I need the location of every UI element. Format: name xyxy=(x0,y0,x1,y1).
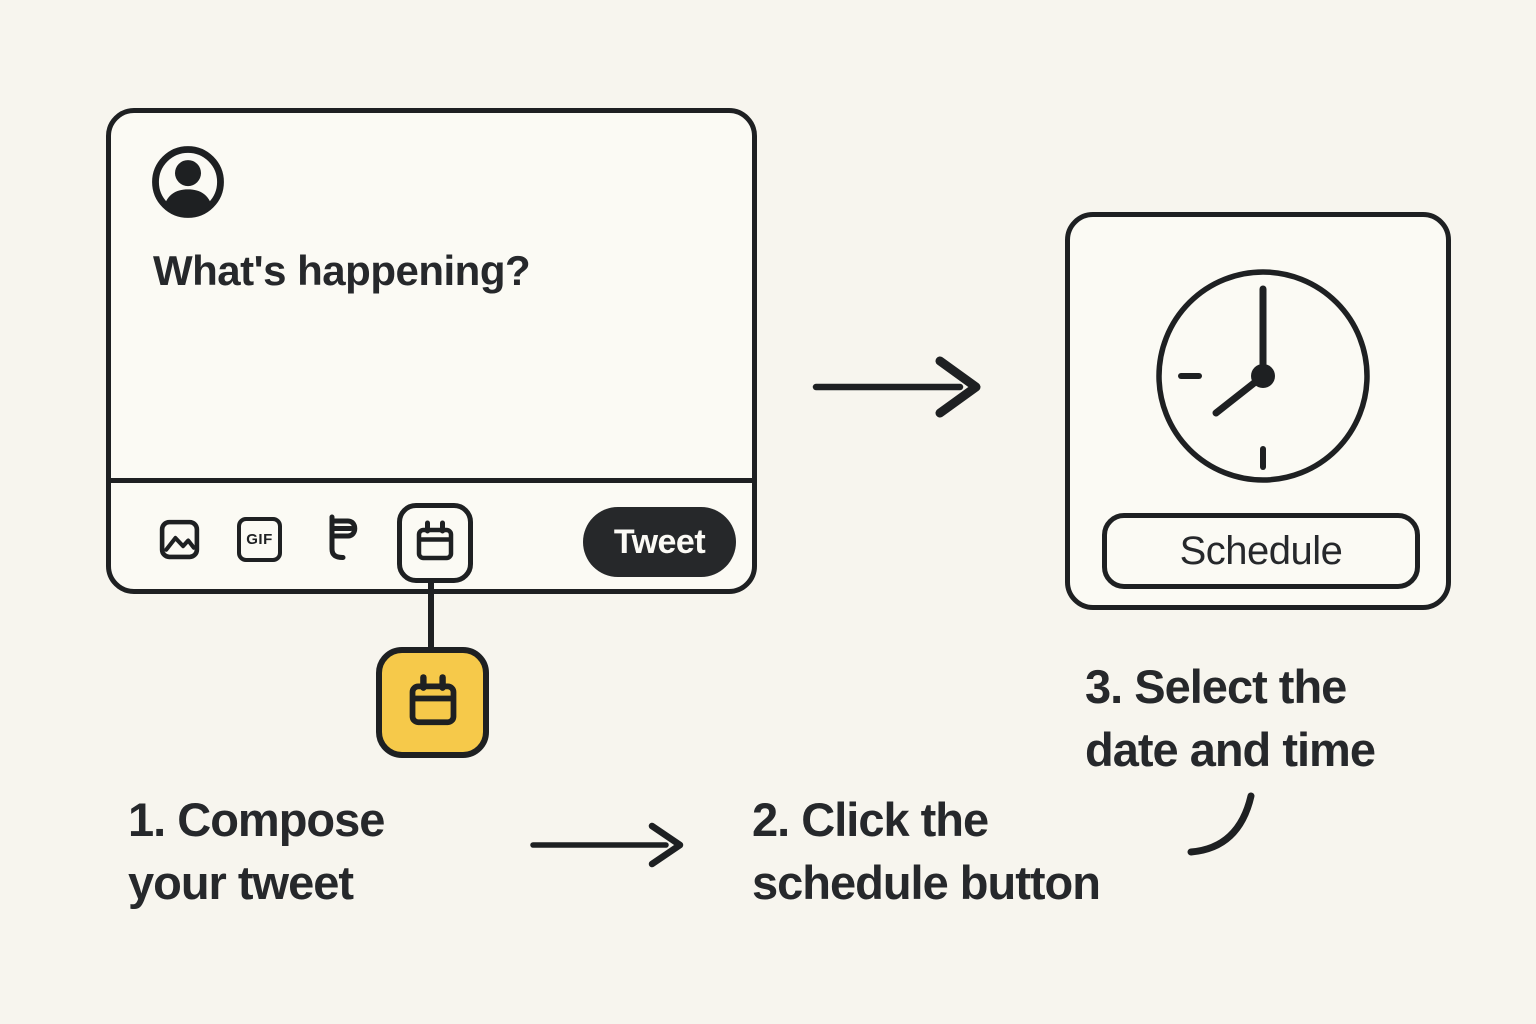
gif-icon[interactable]: GIF xyxy=(237,517,282,562)
toolbar-divider xyxy=(111,478,752,483)
right-arrow-icon xyxy=(530,822,684,868)
curved-line-icon xyxy=(1187,792,1255,856)
poll-icon[interactable] xyxy=(318,513,363,560)
callout-connector-line xyxy=(428,578,434,650)
step-3-line-1: 3. Select the xyxy=(1085,660,1347,713)
arrow-compose-to-schedule xyxy=(810,352,990,422)
calendar-icon xyxy=(409,673,456,725)
tweet-button[interactable]: Tweet xyxy=(583,507,736,577)
right-arrow-icon xyxy=(812,356,981,418)
compose-toolbar: GIF Tweet xyxy=(111,483,752,589)
step-1-line-2: your tweet xyxy=(128,856,354,909)
step-2-label: 2. Click the schedule button xyxy=(752,788,1101,914)
arrow-step1-to-step2 xyxy=(528,818,693,873)
step-1-line-1: 1. Compose xyxy=(128,793,385,846)
image-icon[interactable] xyxy=(157,517,202,562)
schedule-dialog-card: Schedule xyxy=(1065,212,1451,610)
schedule-toolbar-button[interactable] xyxy=(397,503,473,583)
user-avatar-icon xyxy=(152,146,224,218)
calendar-icon xyxy=(416,520,454,561)
callout-curve xyxy=(1185,788,1267,862)
tweet-compose-card: What's happening? GIF xyxy=(106,108,757,594)
step-2-line-1: 2. Click the xyxy=(752,793,989,846)
compose-placeholder[interactable]: What's happening? xyxy=(153,247,531,294)
step-3-line-2: date and time xyxy=(1085,723,1376,776)
schedule-button-highlight[interactable] xyxy=(376,647,489,758)
schedule-button-label: Schedule xyxy=(1179,528,1343,573)
clock-icon xyxy=(1152,265,1374,487)
tweet-button-label: Tweet xyxy=(613,522,706,561)
gif-icon-label: GIF xyxy=(246,531,273,548)
step-2-line-2: schedule button xyxy=(752,856,1101,909)
schedule-button[interactable]: Schedule xyxy=(1102,513,1420,589)
avatar xyxy=(149,143,227,221)
step-3-label: 3. Select the date and time xyxy=(1085,655,1376,781)
step-1-label: 1. Compose your tweet xyxy=(128,788,385,914)
